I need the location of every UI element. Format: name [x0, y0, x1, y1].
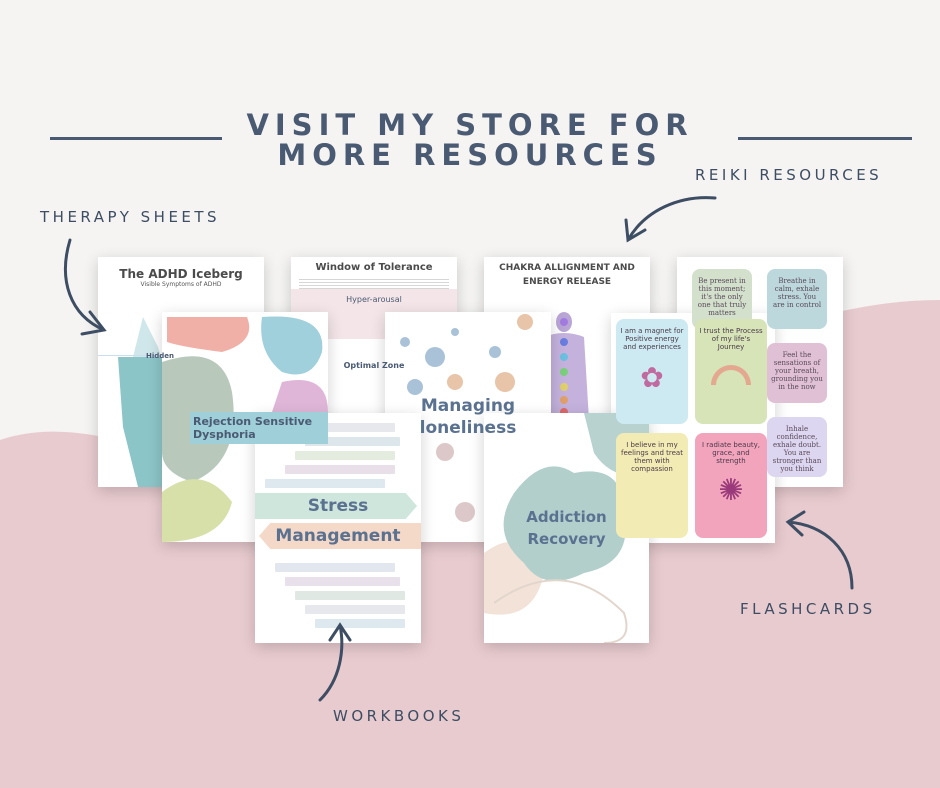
flashcard-text: I radiate beauty, grace, and strength: [702, 441, 760, 465]
product-title: Window of Tolerance: [315, 262, 433, 273]
flashcard: Feel the sensations of your breath, grou…: [767, 343, 827, 403]
product-title: Rejection Sensitive Dysphoria: [190, 412, 328, 444]
product-title-2: Recovery: [527, 530, 606, 548]
flashcard-text: I am a magnet for Positive energy and ex…: [620, 327, 684, 351]
rainbow-icon: [711, 365, 751, 385]
title-rule-right: [738, 137, 912, 140]
dots-art: [400, 314, 533, 522]
flashcard: I believe in my feelings and treat them …: [616, 433, 688, 538]
product-title: Managing: [420, 396, 516, 416]
flower-icon: ✿: [640, 361, 664, 394]
page-title-line2: MORE RESOURCES: [277, 138, 663, 172]
product-title: CHAKRA ALLIGNMENT AND: [499, 263, 635, 273]
blob-art: [162, 316, 328, 542]
optimal-label: Optimal Zone: [343, 361, 405, 370]
blob-art: [484, 413, 649, 643]
label-therapy-sheets: THERAPY SHEETS: [40, 208, 221, 226]
product-rejection-sensitive-dysphoria[interactable]: Rejection Sensitive Dysphoria: [162, 312, 328, 542]
product-addiction-recovery[interactable]: Addiction Recovery: [484, 413, 649, 643]
product-subtitle: Visible Symptoms of ADHD: [140, 281, 222, 288]
product-title: Addiction: [526, 508, 607, 526]
page-title-line1: VISIT MY STORE FOR: [246, 108, 694, 142]
product-title: Stress: [307, 496, 369, 516]
flashcard: I am a magnet for Positive energy and ex…: [616, 319, 688, 424]
hidden-label: Hidden: [146, 352, 175, 360]
product-title-2: ENERGY RELEASE: [522, 277, 612, 287]
product-title: The ADHD Iceberg: [119, 267, 243, 281]
label-flashcards: FLASHCARDS: [740, 600, 876, 618]
flashcard: I trust the Process of my life's Journey: [695, 319, 767, 424]
flashcard-text: I believe in my feelings and treat them …: [621, 441, 683, 473]
label-workbooks: WORKBOOKS: [333, 707, 465, 725]
title-rule-left: [50, 137, 222, 140]
product-stress-management[interactable]: Stress Management: [255, 413, 421, 643]
hyper-label: Hyper-arousal: [346, 295, 402, 304]
title-banner: [255, 493, 417, 519]
flashcard-text: I trust the Process of my life's Journey: [699, 327, 763, 351]
product-title-2: loneliness: [419, 418, 517, 438]
flower-icon: ✺: [718, 473, 744, 508]
flashcard: Breathe in calm, exhale stress. You are …: [767, 269, 827, 329]
flashcard: I radiate beauty, grace, and strength ✺: [695, 433, 767, 538]
intro-text: [299, 279, 449, 289]
title-banner-2: [259, 523, 421, 549]
flashcard: Inhale confidence, exhale doubt. You are…: [767, 417, 827, 477]
product-title-2: Management: [275, 526, 401, 546]
label-reiki-resources: REIKI RESOURCES: [695, 166, 883, 184]
